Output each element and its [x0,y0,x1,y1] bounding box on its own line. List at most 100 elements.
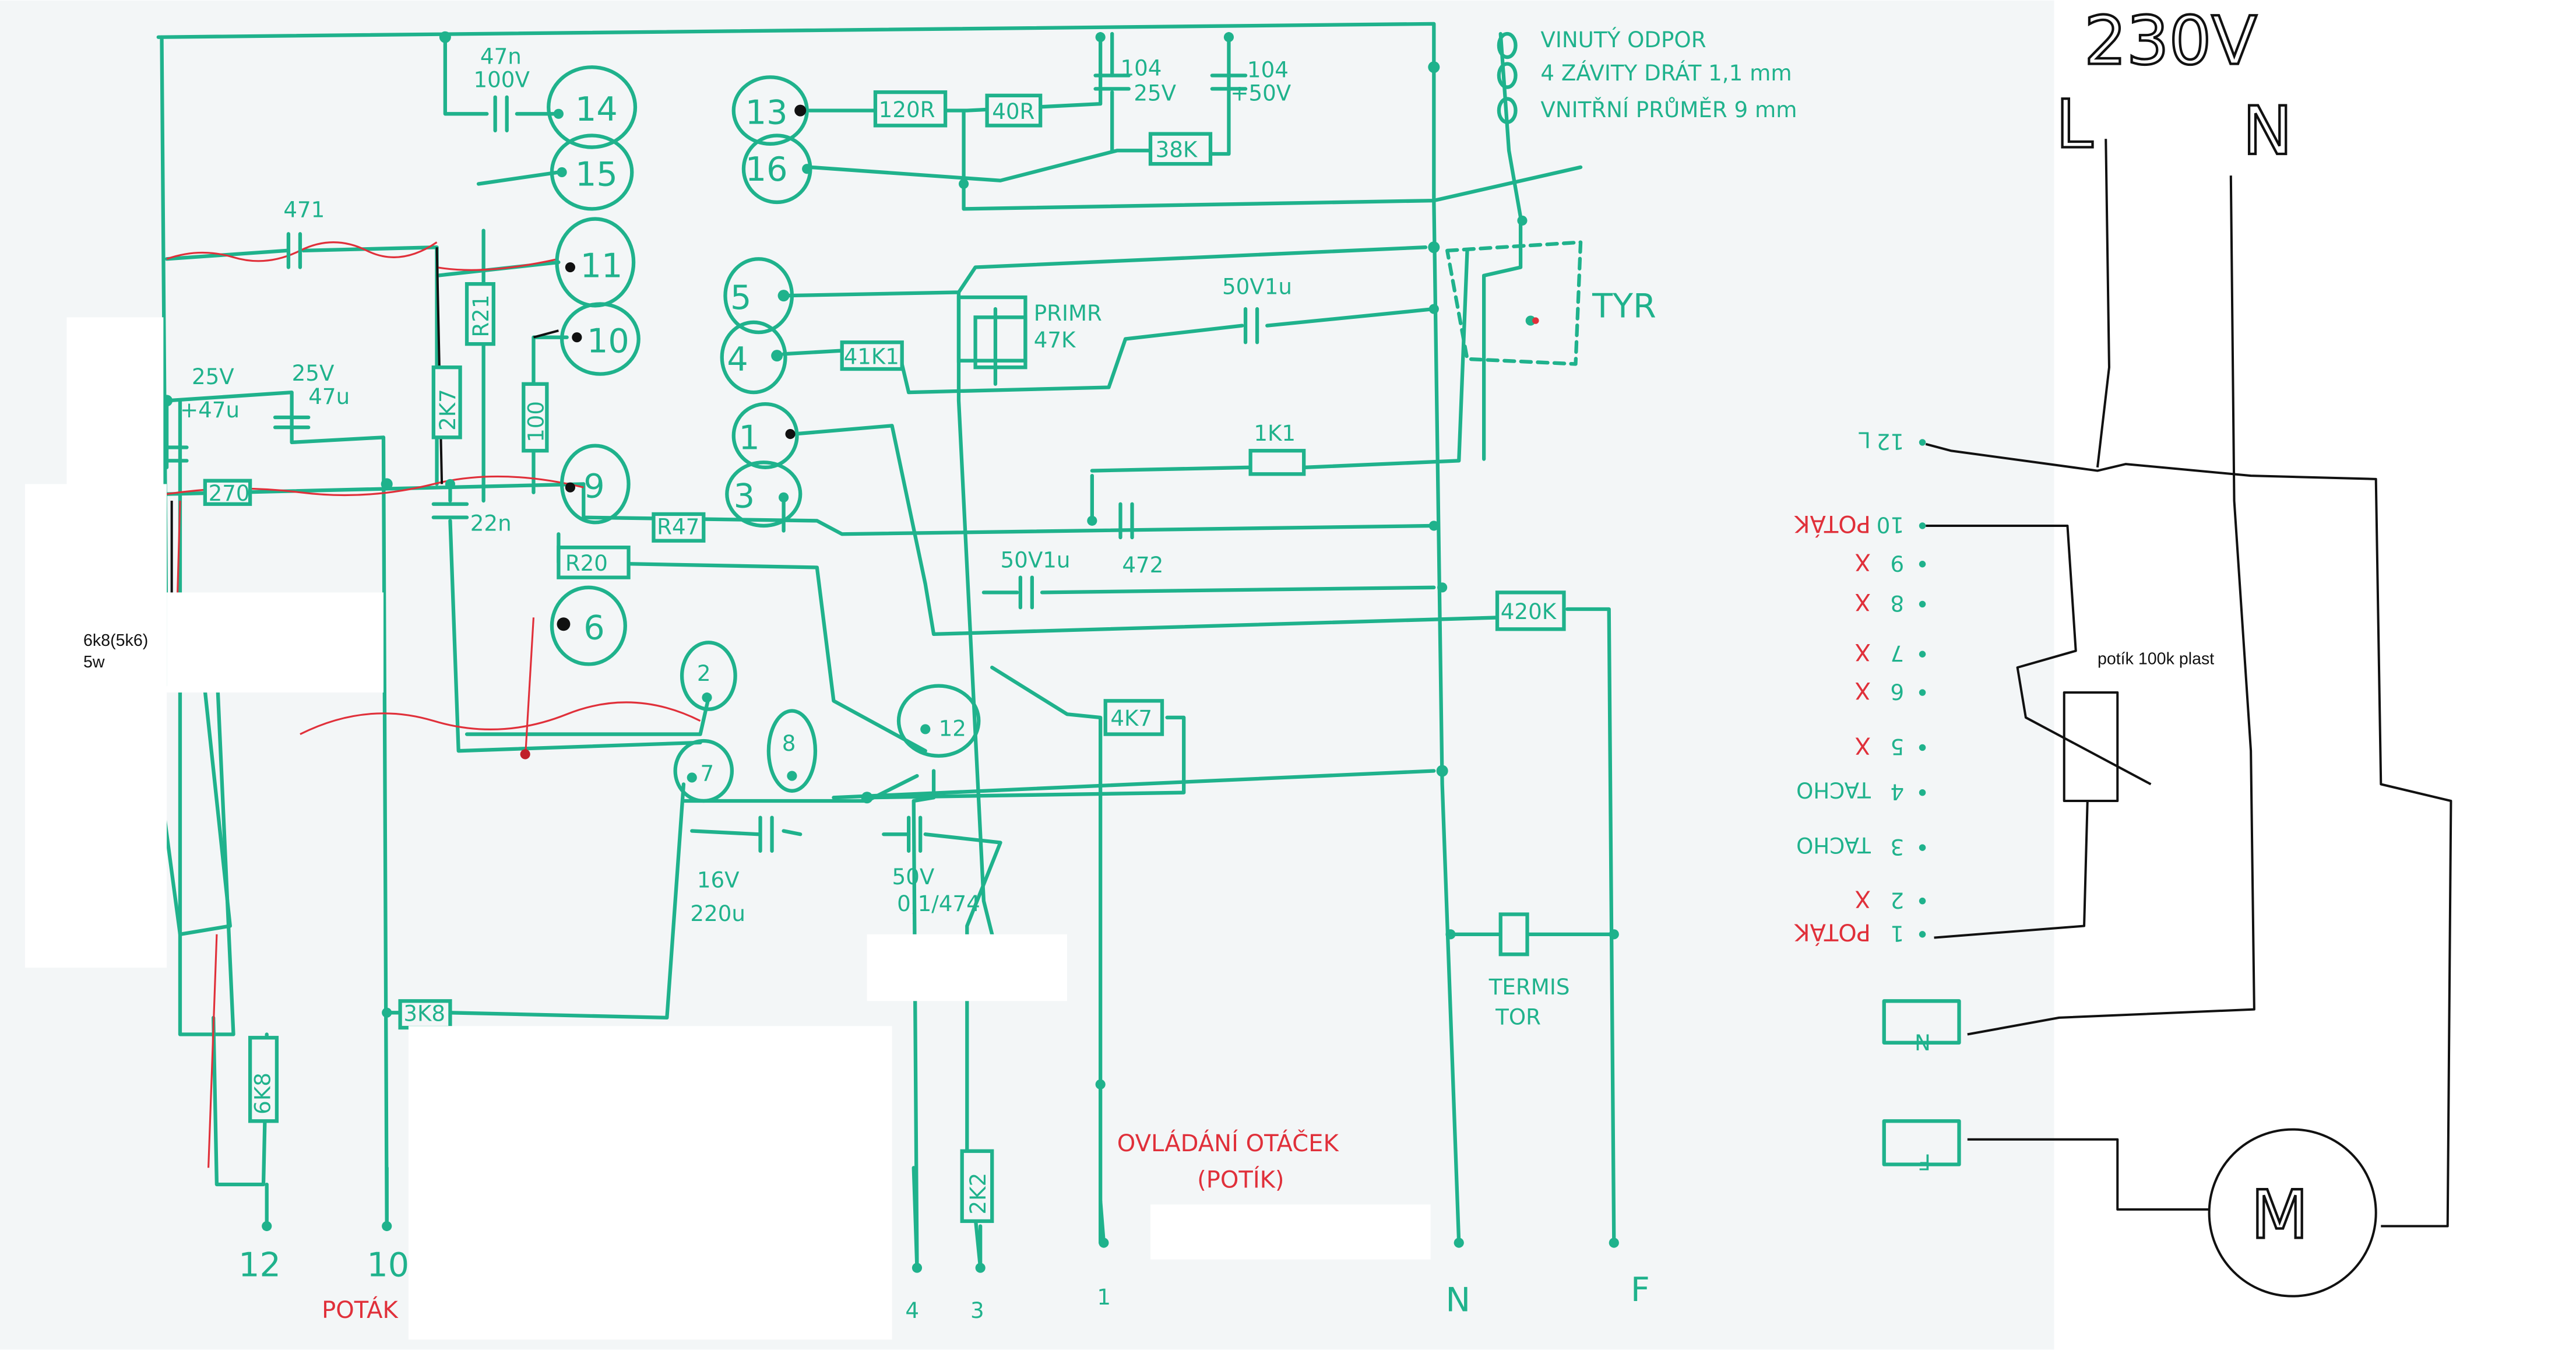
coil-note-line: 4 ZÁVITY DRÁT 1,1 mm [1540,60,1792,86]
pin-number: 5 [1890,734,1904,760]
component-label: 22n [470,511,512,536]
pin-label: 2 [697,660,711,686]
component-label: R21 [468,295,494,338]
capacitor-472: 472 [1118,502,1163,578]
component-label: 270 [209,480,250,506]
component-label: 100 [523,401,549,442]
resistor-r21: R21 [464,282,495,346]
pin-number: 2 [1890,887,1904,913]
pin-function-label: X [1854,549,1870,575]
bottom-terminals: 12 10 4 3 1 N F POTÁK OVLÁDÁNÍ OTÁČEK (P… [238,1129,1650,1324]
pin-label: 15 [575,155,618,194]
potak-label: POTÁK [322,1296,399,1324]
mains-wiring: 230V L N potík 100k plast [1925,1,2452,1228]
pin-label: 3 [734,477,755,515]
pin-dot [1919,522,1926,529]
pot-note: potík 100k plast [2098,649,2214,668]
resistor-120r: 120R [873,90,948,128]
resistor-41k1: 41K1 [840,340,904,371]
component-label: 6K8 [249,1073,275,1115]
pin-dot [1919,897,1926,905]
resistor-270: 270 [203,479,252,506]
connector-box-label: F [1918,1149,1930,1175]
component-label: 100V [473,67,530,93]
connector-pin-12: 12L [1859,427,1926,455]
pin-label: 10 [587,322,629,360]
component-label: 50V [892,864,935,890]
pin-function-label: L [1859,427,1871,453]
terminal-label: 1 [1097,1284,1111,1310]
paint-area-right [2054,0,2576,1350]
terminal-label: F [1631,1271,1650,1309]
connector-pin-9: 9X [1854,549,1926,576]
component-label: 104 [1247,57,1289,82]
pin-number: 6 [1890,679,1904,705]
component-label: TERMIS [1488,974,1570,1000]
connector-pin-8: 8X [1854,588,1926,616]
terminal-label: 3 [970,1298,984,1323]
capacitor-16v-220u: 16V 220u [690,815,774,926]
component-label: 41K1 [844,343,899,369]
component-label: 16V [697,867,740,893]
pin-function-label: X [1854,885,1870,912]
component-label: 40R [992,99,1034,124]
component-label: 420K [1501,599,1557,624]
pin-12: 12 [896,684,981,758]
resistor-r20: R20 [557,545,631,579]
connector-pin-6: 6X [1854,677,1926,705]
capacitor-25v-47u-a: 25V+47u [152,364,240,463]
pin-dot [1919,439,1926,446]
pin-5: 5 [723,257,794,335]
coil-note-line: VNITŘNÍ PRŮMĚR 9 mm [1540,97,1797,122]
pin-function-label: TACHO [1796,778,1871,803]
pin-number: 10 [1877,512,1904,538]
pin-label: 5 [730,279,751,317]
pin-label: 1 [738,419,759,457]
pin-label: 9 [583,467,604,505]
pin-13: 13 [731,75,809,146]
component-label: 47u [308,384,350,409]
pin-dot [1919,651,1926,658]
resistor-40r: 40R [985,93,1043,128]
voltage-label: 230V [2084,2,2257,80]
pin-dot [1919,561,1926,568]
resistor-r47: R47 [652,512,706,543]
component-label: 2K2 [965,1173,991,1215]
pin-number: 1 [1890,921,1904,947]
pin-3: 3 [725,460,803,528]
component-label: R20 [565,550,608,576]
motor-label: M [2251,1176,2308,1254]
pin-number: 8 [1890,590,1904,616]
pin-10: 10 [559,302,641,376]
resistor-38k: 38K [1148,132,1213,166]
component-label: 104 [1120,55,1162,81]
pin-number: 4 [1890,779,1904,804]
resistor-4k7: 4K7 [1103,699,1164,736]
component-label: 50V1u [1222,273,1292,299]
component-label: 472 [1122,552,1163,578]
component-label: 47n [480,44,522,69]
pin-function-label: X [1854,638,1870,665]
connector-box-n: N [1882,999,1961,1055]
pin-16: 16 [741,133,812,205]
speed-control-sublabel: (POTÍK) [1197,1166,1284,1194]
pin-1: 1 [731,402,799,469]
pin-dot [1919,844,1926,851]
resistor-1k1: 1K1 [1248,420,1306,476]
pin-label: 8 [782,730,796,756]
pin-label: 11 [580,247,623,286]
component-label: 25V [292,360,335,386]
resistor-6k8: 6K8 [248,1036,279,1123]
pin-number: 3 [1890,834,1904,860]
connector-box-f: F [1882,1119,1961,1175]
connector-box-label: N [1915,1029,1931,1055]
component-label: 220u [690,901,745,926]
mains-neutral-label: N [2243,92,2293,170]
component-label: 25V [192,364,234,389]
pin-label: 6 [583,609,604,647]
resistor-2k7: 2K7 [431,365,462,440]
triac-tyr: TYR [1445,215,1656,366]
